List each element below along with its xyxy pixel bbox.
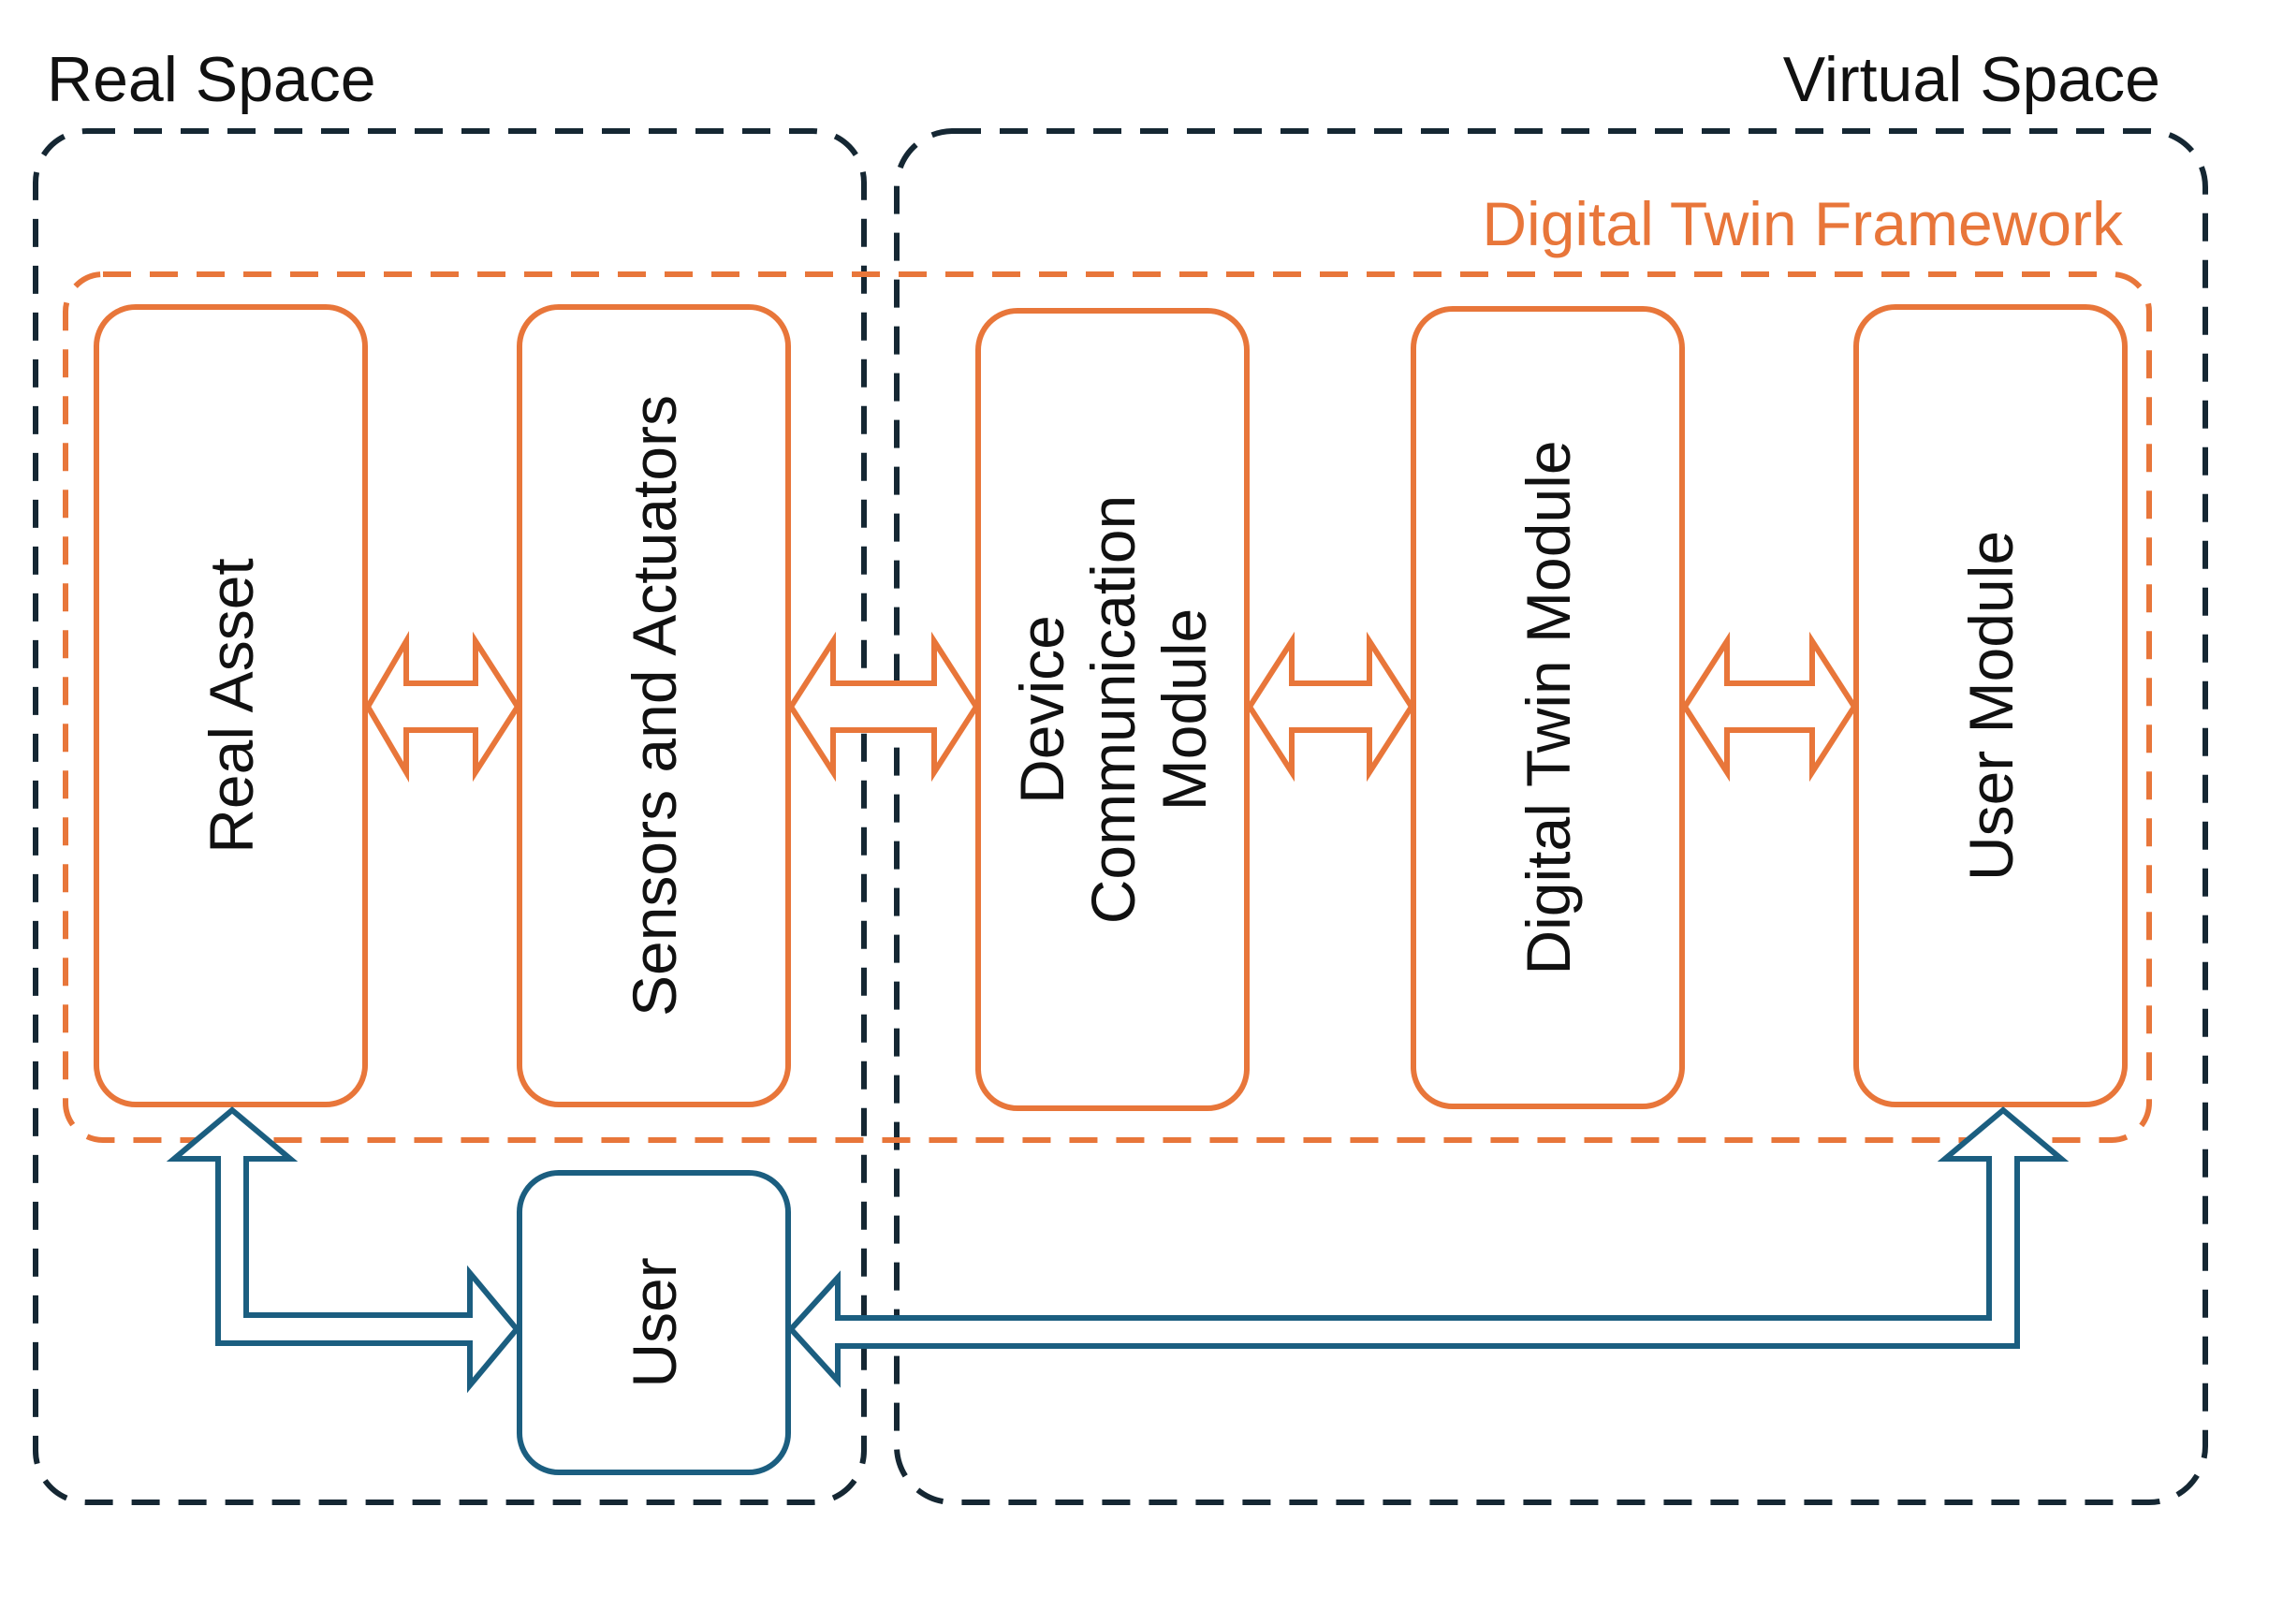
user-box	[517, 1170, 791, 1475]
real-asset-box	[94, 304, 368, 1107]
arrow-sensors-device	[787, 631, 980, 783]
user-module-label: User Module	[1956, 531, 2026, 881]
user-label: User	[620, 1257, 689, 1387]
framework-container	[63, 271, 2152, 1143]
arrow-realasset-user	[166, 1106, 520, 1394]
device-communication-label: Device Communication Module	[1007, 495, 1219, 925]
arrow-digitaltwin-usermodule	[1681, 631, 1858, 783]
device-communication-box	[975, 308, 1250, 1111]
device-label-line1: Device	[1007, 615, 1076, 804]
virtual-space-title: Virtual Space	[1783, 44, 2160, 115]
arrow-asset-sensors	[364, 630, 521, 783]
digital-twin-module-label: Digital Twin Module	[1514, 440, 1583, 974]
virtual-space-container	[894, 128, 2208, 1505]
device-label-line2: Communication	[1078, 495, 1148, 925]
device-label-line3: Module	[1149, 608, 1219, 811]
sensors-actuators-label: Sensors and Actuators	[620, 395, 689, 1017]
arrow-user-usermodule	[786, 1106, 2070, 1388]
real-space-title: Real Space	[47, 44, 376, 115]
real-asset-label: Real Asset	[197, 558, 266, 854]
arrow-device-digitaltwin	[1246, 631, 1415, 783]
framework-title: Digital Twin Framework	[1482, 189, 2124, 258]
